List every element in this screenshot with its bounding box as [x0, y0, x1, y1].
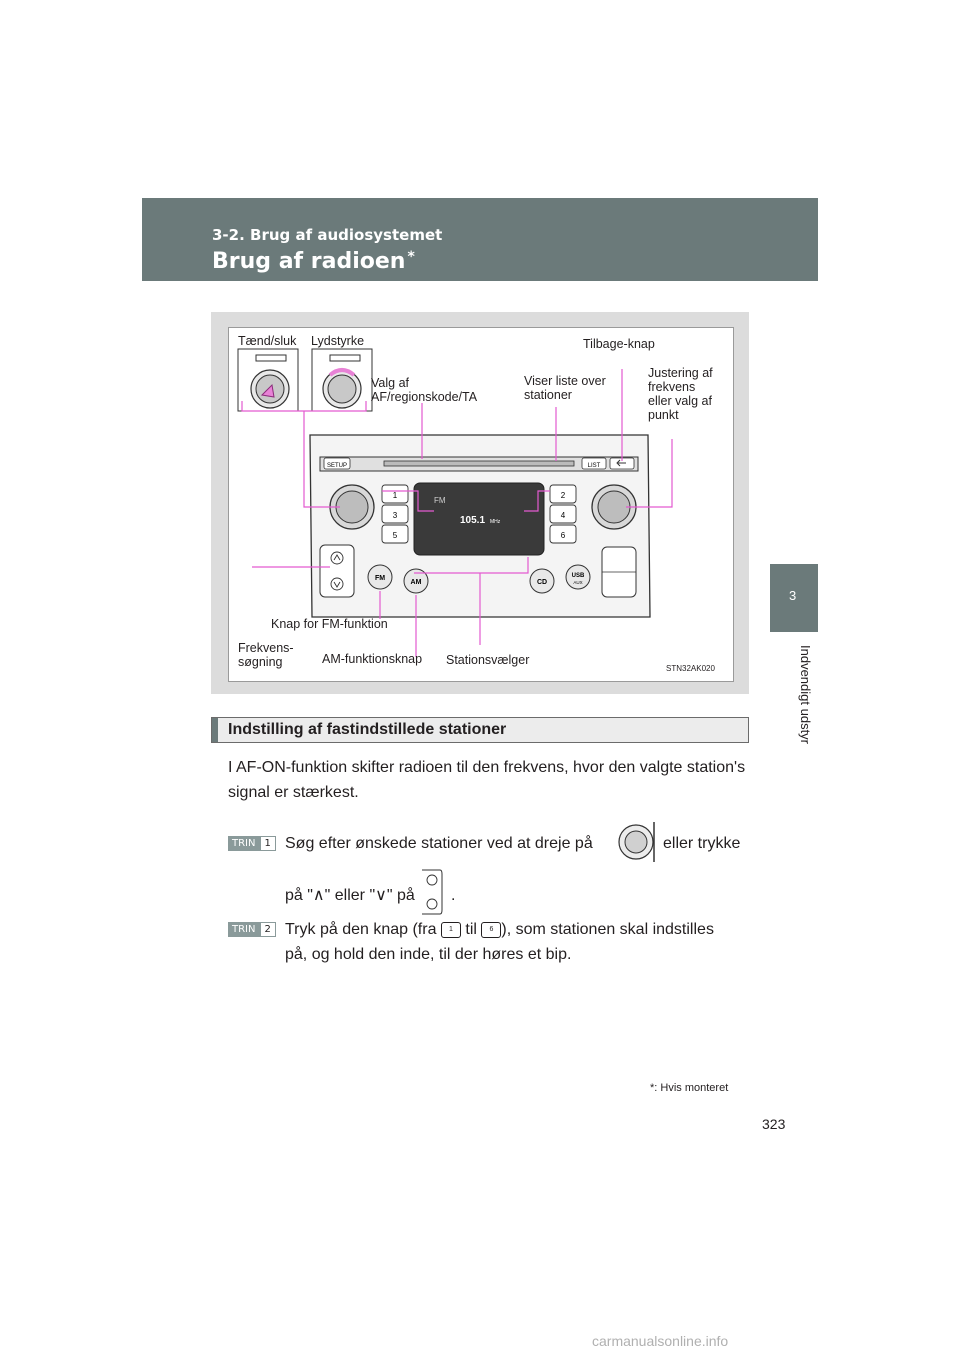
step-1-text-a: Søg efter ønskede stationer ved at dreje…: [285, 835, 593, 852]
label-presets: Stationsvælger: [446, 653, 530, 667]
step-2-line-2: på, og hold den inde, til der høres et b…: [285, 946, 572, 963]
preset-5-label: 5: [393, 531, 398, 540]
seek-button-icon: [422, 869, 443, 915]
fm-button-label: FM: [375, 575, 385, 582]
label-back-button: Tilbage-knap: [583, 337, 655, 351]
chapter-tab: [770, 564, 818, 632]
section-heading: Indstilling af fastindstillede stationer: [228, 721, 507, 738]
section-heading-bar: Indstilling af fastindstillede stationer: [211, 717, 749, 743]
label-station-list: Viser liste over stationer: [524, 374, 606, 402]
display-frequency: 105.1: [460, 515, 485, 526]
page-title: Brug af radioen*: [212, 249, 415, 274]
preset-key-6-icon: 6: [481, 921, 502, 938]
section-label: 3-2. Brug af audiosystemet: [212, 226, 443, 244]
header-band: [142, 198, 818, 281]
display-unit: MHz: [490, 519, 501, 525]
figure-code: STN32AK020: [666, 664, 715, 673]
label-power: Tænd/sluk: [238, 334, 297, 348]
step-1-text-d: .: [451, 887, 456, 904]
footnote: *: Hvis monteret: [650, 1082, 729, 1094]
volume-knob-inset: [311, 348, 373, 412]
step-1-text-b: eller trykke: [663, 835, 741, 852]
aux-button-label: AUX: [573, 580, 582, 585]
step-2-text-c: ), som stationen skal indstilles: [501, 921, 714, 938]
am-button-label: AM: [411, 579, 422, 586]
step-2-text-b: til: [465, 921, 477, 938]
page-number: 323: [762, 1116, 786, 1132]
preset-4-label: 4: [561, 511, 566, 520]
label-volume: Lydstyrke: [311, 334, 365, 348]
preset-1-label: 1: [393, 491, 398, 500]
step-2-line-1: Tryk på den knap (fra 1 til 6), som stat…: [285, 917, 755, 942]
step-1-text-c: på "∧" eller "∨" på: [285, 887, 415, 904]
chapter-label: Indvendigt udstyr: [798, 645, 813, 745]
tune-knob-icon: [618, 822, 655, 862]
callout-lines: [241, 369, 673, 657]
display-band: FM: [434, 496, 446, 505]
watermark: carmanualsonline.info: [592, 1333, 729, 1349]
page-title-text: Brug af radioen: [212, 249, 406, 274]
preset-2-label: 2: [561, 491, 566, 500]
radio-illustration: SETUP LIST 1 3 5 2 4 6 FM 105.1 MHz: [237, 348, 673, 657]
preset-3-label: 3: [393, 511, 398, 520]
step-2-text-a: Tryk på den knap (fra: [285, 921, 437, 938]
chapter-number: 3: [789, 588, 797, 603]
usb-button-label: USB: [572, 573, 585, 579]
step-2-word: TRIN: [228, 922, 260, 937]
label-tune: Justering af frekvens eller valg af punk…: [648, 366, 713, 422]
label-am-button: AM-funktionsknap: [322, 652, 423, 666]
setup-button-label: SETUP: [327, 463, 347, 469]
intro-paragraph: I AF-ON-funktion skifter radioen til den…: [228, 759, 746, 801]
step-1-number: 1: [259, 836, 276, 851]
step-2-number: 2: [259, 922, 276, 937]
preset-6-label: 6: [561, 531, 566, 540]
radio-panel: SETUP LIST 1 3 5 2 4 6 FM 105.1 MHz: [309, 434, 651, 618]
preset-key-1-icon: 1: [440, 921, 461, 938]
list-button-label: LIST: [588, 463, 601, 469]
cd-button-label: CD: [537, 579, 547, 586]
step-1-word: TRIN: [228, 836, 260, 851]
label-af-select: Valg af AF/regionskode/TA: [371, 376, 478, 404]
title-asterisk: *: [407, 249, 415, 265]
label-fm-button: Knap for FM-funktion: [271, 617, 388, 631]
label-seek: Frekvens- søgning: [238, 641, 294, 669]
power-knob-inset: [237, 348, 299, 412]
